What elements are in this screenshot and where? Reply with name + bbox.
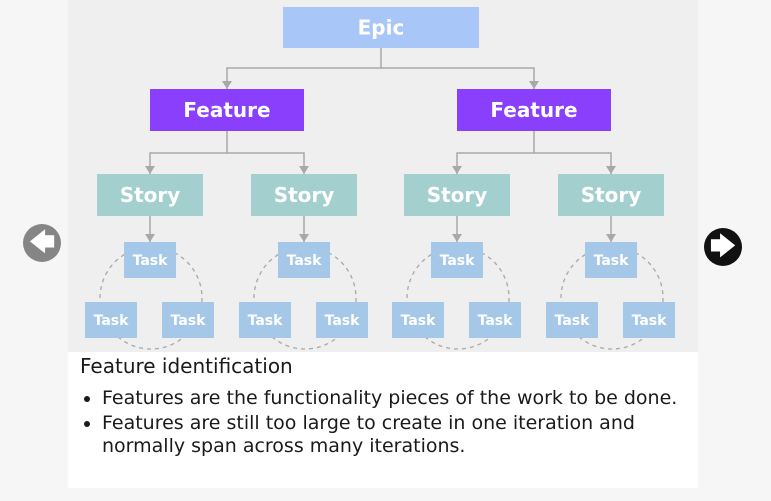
task-cycle-circle [406,246,510,350]
task-cycle-circle [253,246,357,350]
connector-arrowhead [299,166,309,174]
task-box-shape [124,242,176,278]
caption-panel: Feature identification Features are the … [68,352,698,488]
task-box: Task [85,302,137,338]
task-box: Task [585,242,637,278]
task-box: Task [431,242,483,278]
task-box-label: Task [632,313,668,329]
connector-line [227,152,305,174]
task-box-label: Task [594,253,630,269]
connector-arrowhead [452,166,462,174]
task-box-label: Task [171,313,207,329]
caption-bullet: Features are still too large to create i… [102,412,688,458]
caption-title: Feature identification [80,354,293,378]
connector-arrowhead [606,234,616,242]
task-box: Task [278,242,330,278]
feature-box-shape [457,89,611,131]
caption-bullet-list: Features are the functionality pieces of… [80,387,688,458]
connector-line [456,131,535,174]
feature-box-label: Feature [183,98,270,122]
task-box: Task [392,302,444,338]
story-box: Story [251,174,357,216]
connector-line [149,131,228,174]
task-cycle-circle [99,246,203,350]
task-box-shape [85,302,137,338]
task-box: Task [162,302,214,338]
task-box-shape [239,302,291,338]
task-box-label: Task [555,313,591,329]
feature-box-shape [150,89,304,131]
connector-arrowhead [606,166,616,174]
caption-bullet: Features are the functionality pieces of… [102,387,688,410]
story-box-shape [97,174,203,216]
task-box-label: Task [325,313,361,329]
epic-box-shape [283,7,479,48]
connector-arrowhead [145,234,155,242]
story-box: Story [558,174,664,216]
story-box: Story [97,174,203,216]
epic-box: Epic [283,7,479,48]
task-box-label: Task [133,253,169,269]
feature-box: Feature [457,89,611,131]
story-box-label: Story [274,183,335,207]
epic-box-label: Epic [358,16,405,40]
task-box-label: Task [94,313,130,329]
task-box: Task [316,302,368,338]
connector-arrowhead [452,234,462,242]
task-box-label: Task [248,313,284,329]
connector-arrowhead [299,234,309,242]
task-box-label: Task [478,313,514,329]
arrow-left-icon: 🡄 [28,228,56,258]
connector-line [534,152,612,174]
task-box-shape [162,302,214,338]
feature-box-label: Feature [490,98,577,122]
story-box: Story [404,174,510,216]
connector-line [381,67,535,89]
previous-slide-button[interactable]: 🡄 [23,224,61,262]
story-box-shape [251,174,357,216]
task-box-shape [585,242,637,278]
task-box: Task [469,302,521,338]
task-box: Task [546,302,598,338]
task-box: Task [124,242,176,278]
arrow-right-icon: 🡆 [709,232,737,262]
task-box-label: Task [287,253,323,269]
task-box: Task [623,302,675,338]
task-box-shape [278,242,330,278]
next-slide-button[interactable]: 🡆 [704,228,742,266]
connector-line [226,48,382,89]
task-box-label: Task [401,313,437,329]
task-cycle-circle [560,246,664,350]
connector-arrowhead [145,166,155,174]
task-box-shape [431,242,483,278]
task-box-label: Task [440,253,476,269]
task-box: Task [239,302,291,338]
connector-arrowhead [222,81,232,89]
task-box-shape [469,302,521,338]
story-box-shape [558,174,664,216]
connector-arrowhead [529,81,539,89]
story-box-label: Story [427,183,488,207]
task-box-shape [546,302,598,338]
task-box-shape [623,302,675,338]
task-box-shape [392,302,444,338]
story-box-label: Story [120,183,181,207]
story-box-label: Story [581,183,642,207]
task-box-shape [316,302,368,338]
story-box-shape [404,174,510,216]
feature-box: Feature [150,89,304,131]
